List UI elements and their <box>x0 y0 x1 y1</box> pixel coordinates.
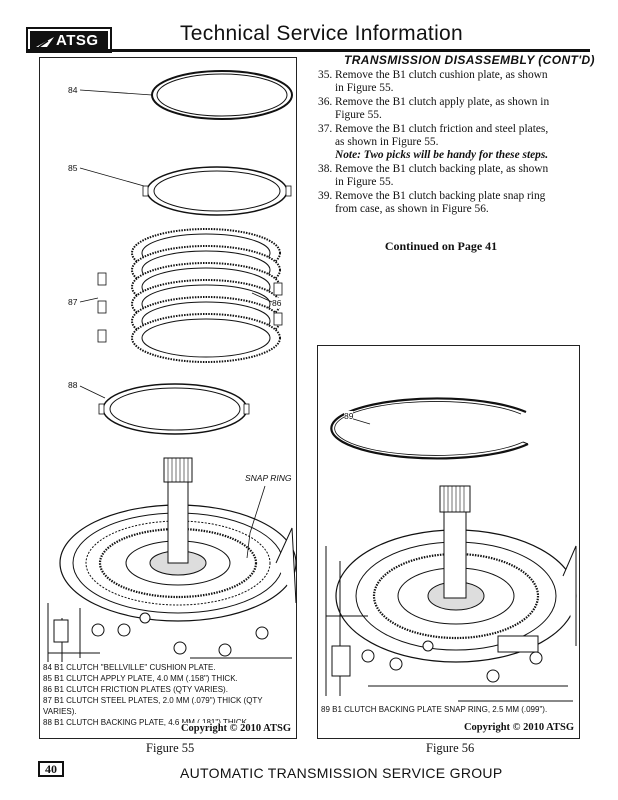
callout-89: 89 <box>344 411 354 421</box>
step-list: 35.Remove the B1 clutch cushion plate, a… <box>318 69 568 216</box>
step-note: Note: Two picks will be handy for these … <box>335 149 549 162</box>
figure-56-caption: Figure 56 <box>426 741 475 755</box>
page-number: 40 <box>38 761 64 777</box>
figure-56-copyright: Copyright © 2010 ATSG <box>461 722 576 733</box>
figure-55-caption: Figure 55 <box>146 741 195 755</box>
legend-item: 87 B1 CLUTCH STEEL PLATES, 2.0 MM (.079"… <box>43 696 263 716</box>
step-item: 35.Remove the B1 clutch cushion plate, a… <box>318 69 548 81</box>
callout-87: 87 <box>68 297 78 307</box>
page-header-title: Technical Service Information <box>180 22 463 45</box>
step-item: 36.Remove the B1 clutch apply plate, as … <box>318 95 550 108</box>
callout-84: 84 <box>68 85 78 95</box>
header-rule <box>26 49 590 52</box>
step-continuation: from case, as shown in Figure 56. <box>335 203 489 216</box>
step-item: 37.Remove the B1 clutch friction and ste… <box>318 122 549 135</box>
callout-snap-ring: SNAP RING <box>245 473 292 483</box>
step-item: 38.Remove the B1 clutch backing plate, a… <box>318 162 549 175</box>
figure-55-legend: 84 B1 CLUTCH "BELLVILLE" CUSHION PLATE. … <box>43 662 295 728</box>
step-continuation: Figure 55. <box>335 109 382 122</box>
legend-item: 86 B1 CLUTCH FRICTION PLATES (QTY VARIES… <box>43 685 228 694</box>
atsg-wing-icon <box>36 37 54 48</box>
figure-56: 89 89 B1 CLUTCH BACKING PLATE SNAP RING,… <box>317 345 580 739</box>
legend-item: 85 B1 CLUTCH APPLY PLATE, 4.0 MM (.158")… <box>43 674 238 683</box>
step-item: 39.Remove the B1 clutch backing plate sn… <box>318 189 546 202</box>
footer-text: AUTOMATIC TRANSMISSION SERVICE GROUP <box>180 765 503 781</box>
figure-55-copyright: Copyright © 2010 ATSG <box>178 723 293 734</box>
legend-item: 88 B1 CLUTCH BACKING PLATE, 4.6 MM (.181… <box>43 718 250 727</box>
callout-85: 85 <box>68 163 78 173</box>
continued-note: Continued on Page 41 <box>384 239 498 253</box>
atsg-logo: ATSG <box>26 27 112 53</box>
snap-ring-diagram <box>325 397 577 702</box>
step-continuation: as shown in Figure 55. <box>335 136 439 149</box>
step-continuation: in Figure 55. <box>335 176 394 189</box>
figure-55: 84 85 87 86 88 SNAP RING 84 B1 CLUTCH "B… <box>39 57 297 739</box>
section-title: TRANSMISSION DISASSEMBLY (CONT'D) <box>344 53 595 67</box>
clutch-pack-exploded-diagram <box>47 70 297 701</box>
legend-item: 84 B1 CLUTCH "BELLVILLE" CUSHION PLATE. <box>43 663 216 672</box>
callout-88: 88 <box>68 380 78 390</box>
callout-86: 86 <box>272 298 282 308</box>
step-continuation: in Figure 55. <box>335 82 394 95</box>
figure-56-legend: 89 B1 CLUTCH BACKING PLATE SNAP RING, 2.… <box>321 704 576 715</box>
logo-text: ATSG <box>56 31 99 49</box>
